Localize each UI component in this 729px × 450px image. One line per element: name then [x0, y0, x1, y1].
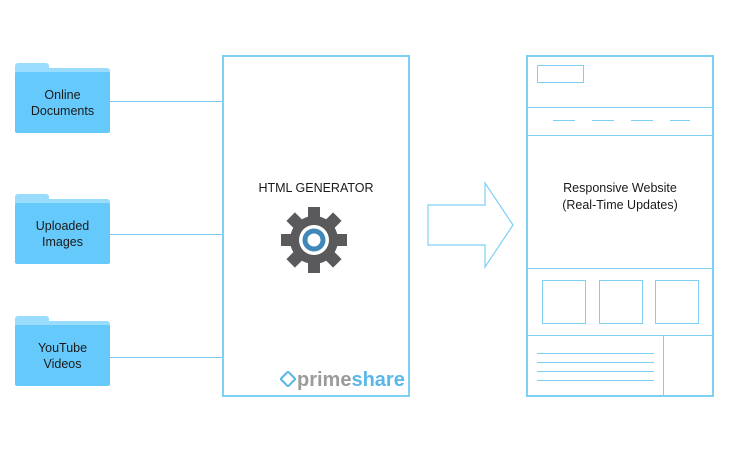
- folder-label: Videos: [43, 356, 82, 371]
- text-line: [537, 362, 654, 363]
- folder-label: Uploaded: [35, 218, 90, 233]
- gear-icon: [281, 207, 347, 273]
- text-line: [537, 371, 654, 372]
- caption-line: Responsive Website: [563, 181, 677, 195]
- caption-line: (Real-Time Updates): [562, 198, 678, 212]
- generator-title: HTML GENERATOR: [258, 181, 374, 195]
- connector-line: [110, 234, 223, 235]
- content-block: [655, 280, 699, 324]
- nav-item: [631, 120, 653, 121]
- html-generator-box: HTML GENERATOR primeshare: [222, 55, 410, 397]
- folder-label: Documents: [30, 103, 95, 118]
- folder-label: Images: [41, 234, 83, 249]
- content-block: [599, 280, 643, 324]
- nav-item: [670, 120, 690, 121]
- primeshare-logo: primeshare: [279, 369, 405, 392]
- nav-item: [592, 120, 614, 121]
- logo-placeholder: [537, 65, 584, 83]
- folder-label: YouTube: [37, 340, 88, 355]
- logo-icon: [279, 370, 297, 388]
- connector-line: [110, 101, 223, 102]
- content-block: [542, 280, 586, 324]
- folder-label: Online: [44, 87, 81, 102]
- connector-line: [110, 357, 223, 358]
- website-caption: Responsive Website (Real-Time Updates): [528, 180, 712, 214]
- website-mockup: Responsive Website (Real-Time Updates): [526, 55, 714, 397]
- text-line: [537, 380, 654, 381]
- arrow-right-icon: [427, 181, 514, 269]
- text-line: [537, 353, 654, 354]
- nav-item: [553, 120, 575, 121]
